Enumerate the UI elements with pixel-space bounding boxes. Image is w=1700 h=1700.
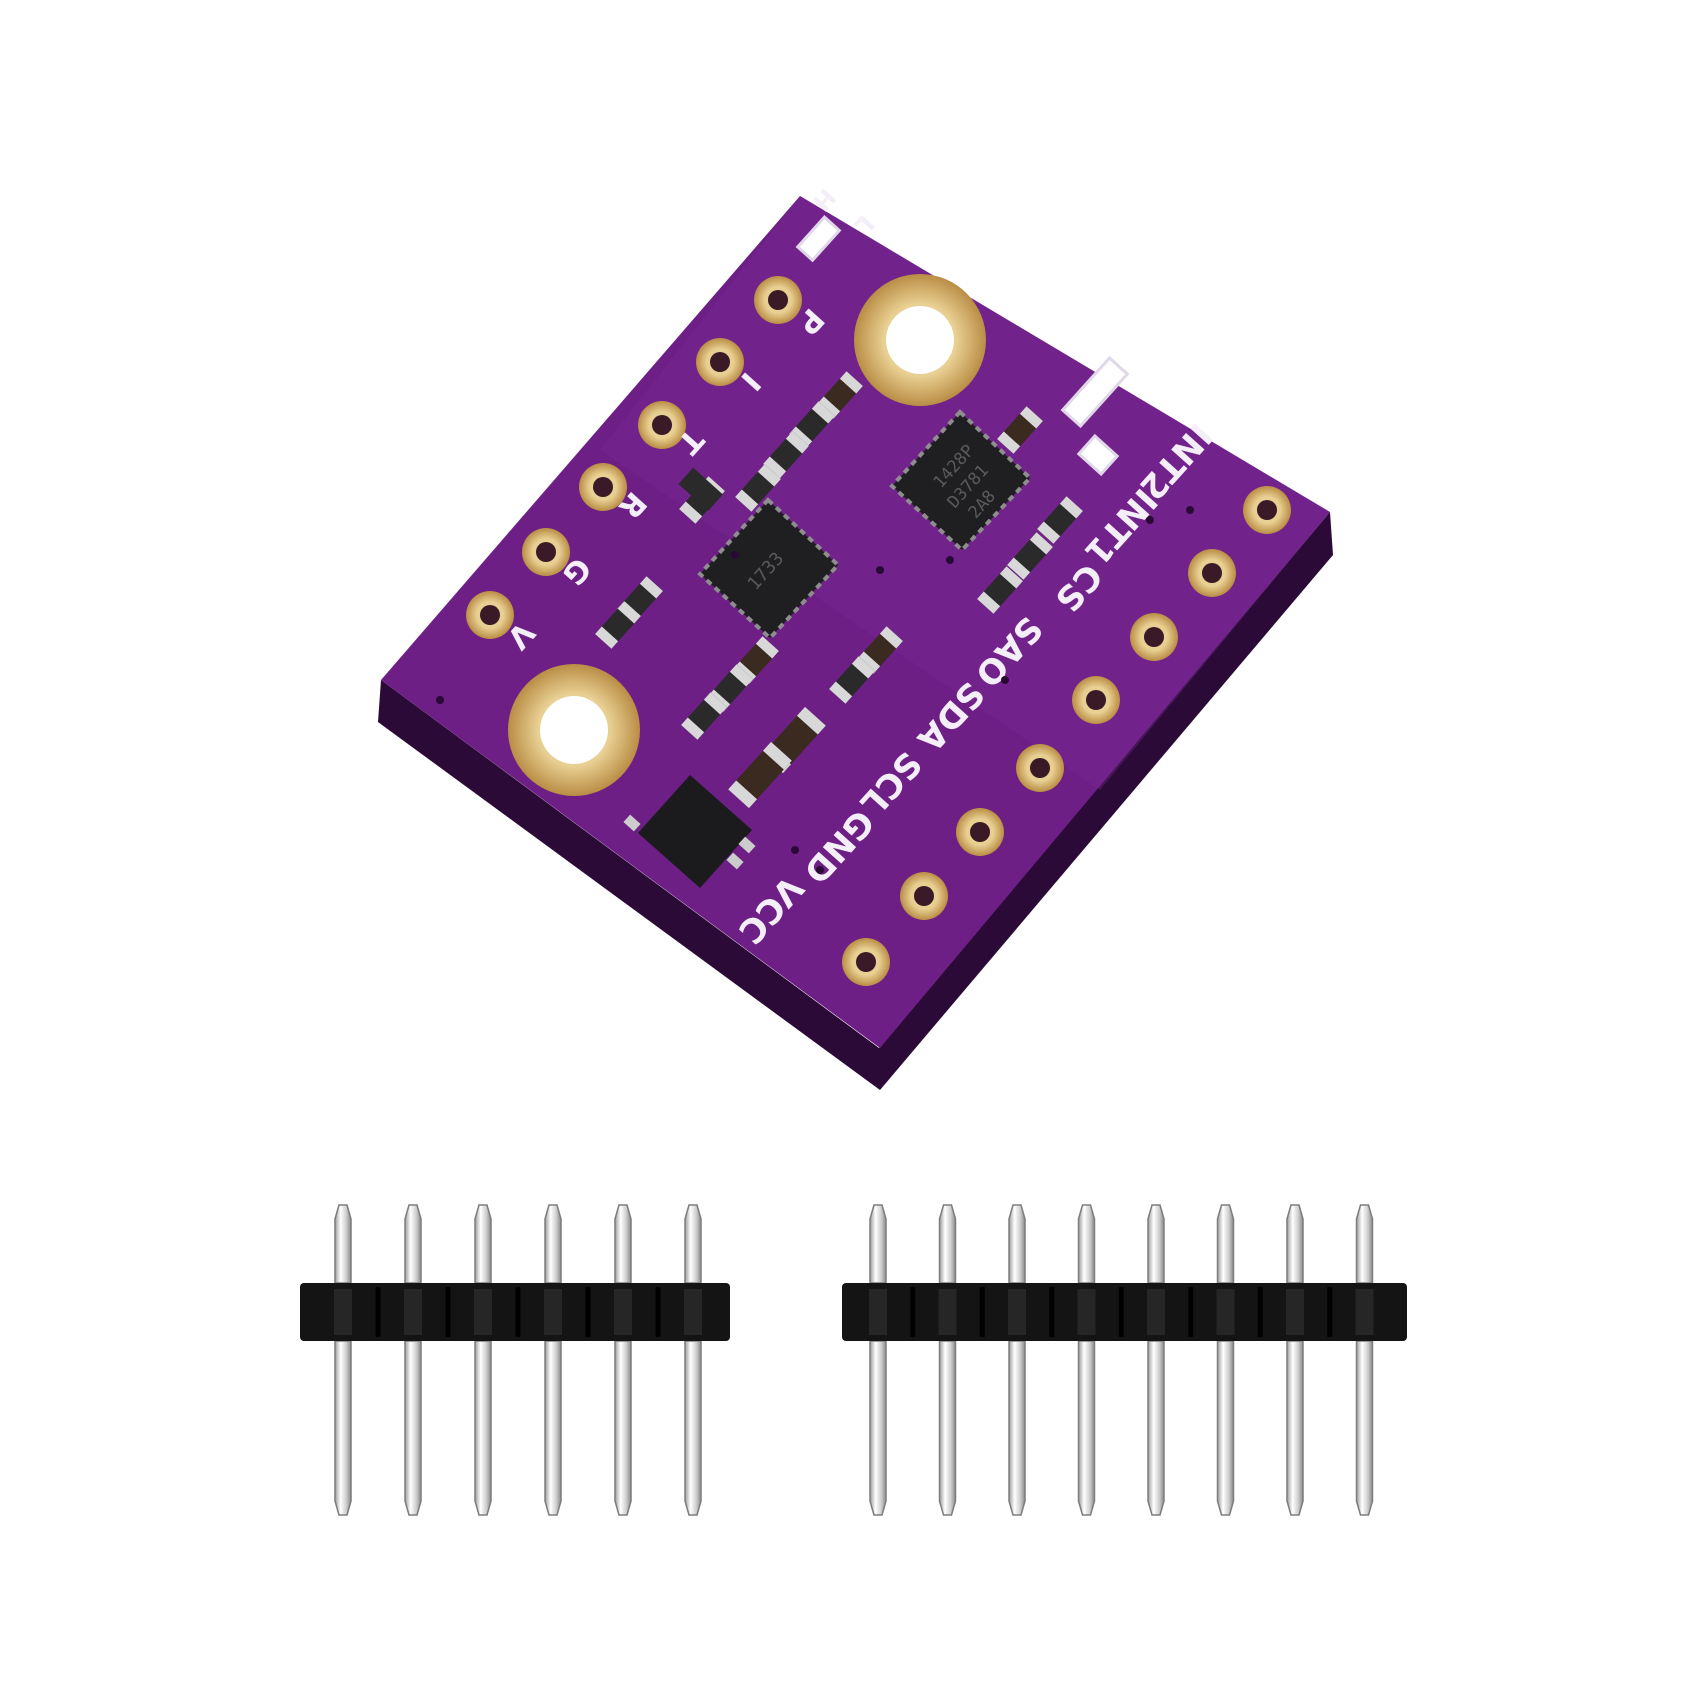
pad (1188, 549, 1236, 597)
header-pin (1216, 1204, 1235, 1516)
pad (842, 938, 890, 986)
right-pin-pads (842, 486, 1291, 986)
header-pin (474, 1204, 492, 1516)
header-pin (1147, 1204, 1165, 1516)
header-pin (334, 1204, 352, 1516)
smd-components (595, 214, 1130, 809)
pin-header-6-pin-housing (300, 1283, 730, 1341)
mounting-hole-bottom (508, 664, 640, 796)
pad (466, 591, 514, 639)
header-pin (938, 1204, 957, 1516)
pad (696, 338, 744, 386)
pin-header-8-pin-housing (842, 1283, 1407, 1341)
header-pin (404, 1204, 422, 1516)
pad (638, 401, 686, 449)
header-pin (544, 1204, 562, 1516)
pad (579, 463, 627, 511)
pad (956, 808, 1004, 856)
sensor-breakout-board: 1733 1428P D3781 2A8 (378, 183, 1333, 1090)
pad (522, 528, 570, 576)
voltage-regulator-chip (623, 775, 756, 888)
sensor-chip-main: 1733 (697, 497, 841, 641)
pad (754, 276, 802, 324)
header-pin (1286, 1204, 1304, 1516)
pad (1243, 486, 1291, 534)
pad (1072, 676, 1120, 724)
mounting-hole-top (854, 274, 986, 406)
pad (1130, 613, 1178, 661)
sensor-chip-secondary: 1428P D3781 2A8 (889, 409, 1033, 553)
pad (900, 872, 948, 920)
left-pin-pads (466, 276, 802, 639)
pad (1016, 744, 1064, 792)
header-pin (614, 1204, 632, 1516)
header-pin (1008, 1204, 1026, 1516)
header-pin (684, 1204, 702, 1516)
header-pin (869, 1204, 887, 1516)
header-pin (1077, 1204, 1096, 1516)
header-pin (1355, 1204, 1374, 1516)
pin-header-6-pin (300, 1204, 730, 1516)
vias (436, 506, 1194, 874)
pin-header-8-pin (842, 1204, 1407, 1516)
